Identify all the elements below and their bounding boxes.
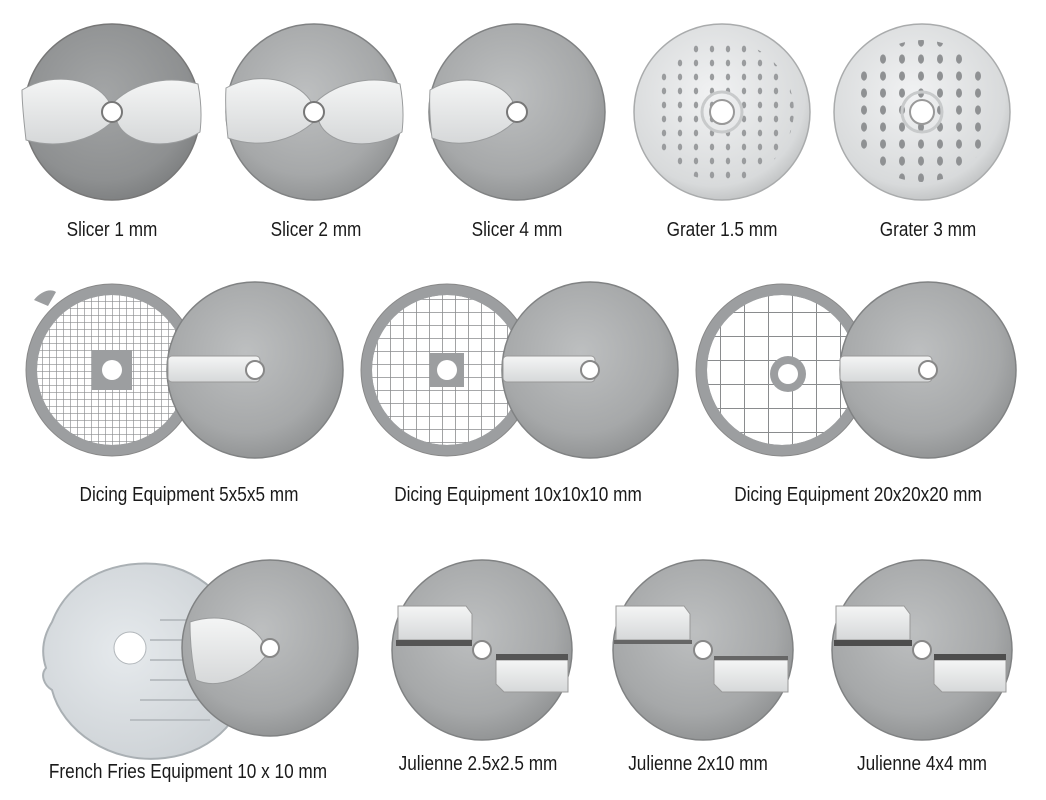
caption-julienne-2-5mm: Julienne 2.5x2.5 mm	[398, 753, 558, 775]
slicer-2mm-disc	[225, 23, 404, 201]
dicing-5mm-set	[25, 281, 344, 459]
grater-3mm-disc	[833, 23, 1011, 201]
caption-slicer-4mm: Slicer 4 mm	[471, 219, 563, 241]
caption-dicing-10mm: Dicing Equipment 10x10x10 mm	[394, 484, 642, 506]
caption-slicer-1mm: Slicer 1 mm	[66, 219, 158, 241]
julienne-4x4mm-disc	[831, 559, 1013, 741]
caption-dicing-20mm: Dicing Equipment 20x20x20 mm	[734, 484, 982, 506]
caption-dicing-5mm: Dicing Equipment 5x5x5 mm	[79, 484, 299, 506]
dicing-10mm-set	[360, 281, 679, 459]
slicer-4mm-disc	[428, 23, 606, 201]
caption-grater-1-5mm: Grater 1.5 mm	[666, 219, 778, 241]
french-fries-set	[42, 559, 359, 760]
caption-slicer-2mm: Slicer 2 mm	[270, 219, 362, 241]
grater-1-5mm-disc	[633, 23, 811, 201]
caption-julienne-2x10mm: Julienne 2x10 mm	[628, 753, 768, 775]
julienne-2x10mm-disc	[612, 559, 794, 741]
julienne-2-5mm-disc	[391, 559, 573, 741]
caption-julienne-4x4mm: Julienne 4x4 mm	[856, 753, 988, 775]
slicer-1mm-disc	[21, 23, 202, 201]
caption-french-fries: French Fries Equipment 10 x 10 mm	[48, 761, 328, 783]
caption-grater-3mm: Grater 3 mm	[879, 219, 977, 241]
dicing-20mm-set	[695, 281, 1017, 459]
